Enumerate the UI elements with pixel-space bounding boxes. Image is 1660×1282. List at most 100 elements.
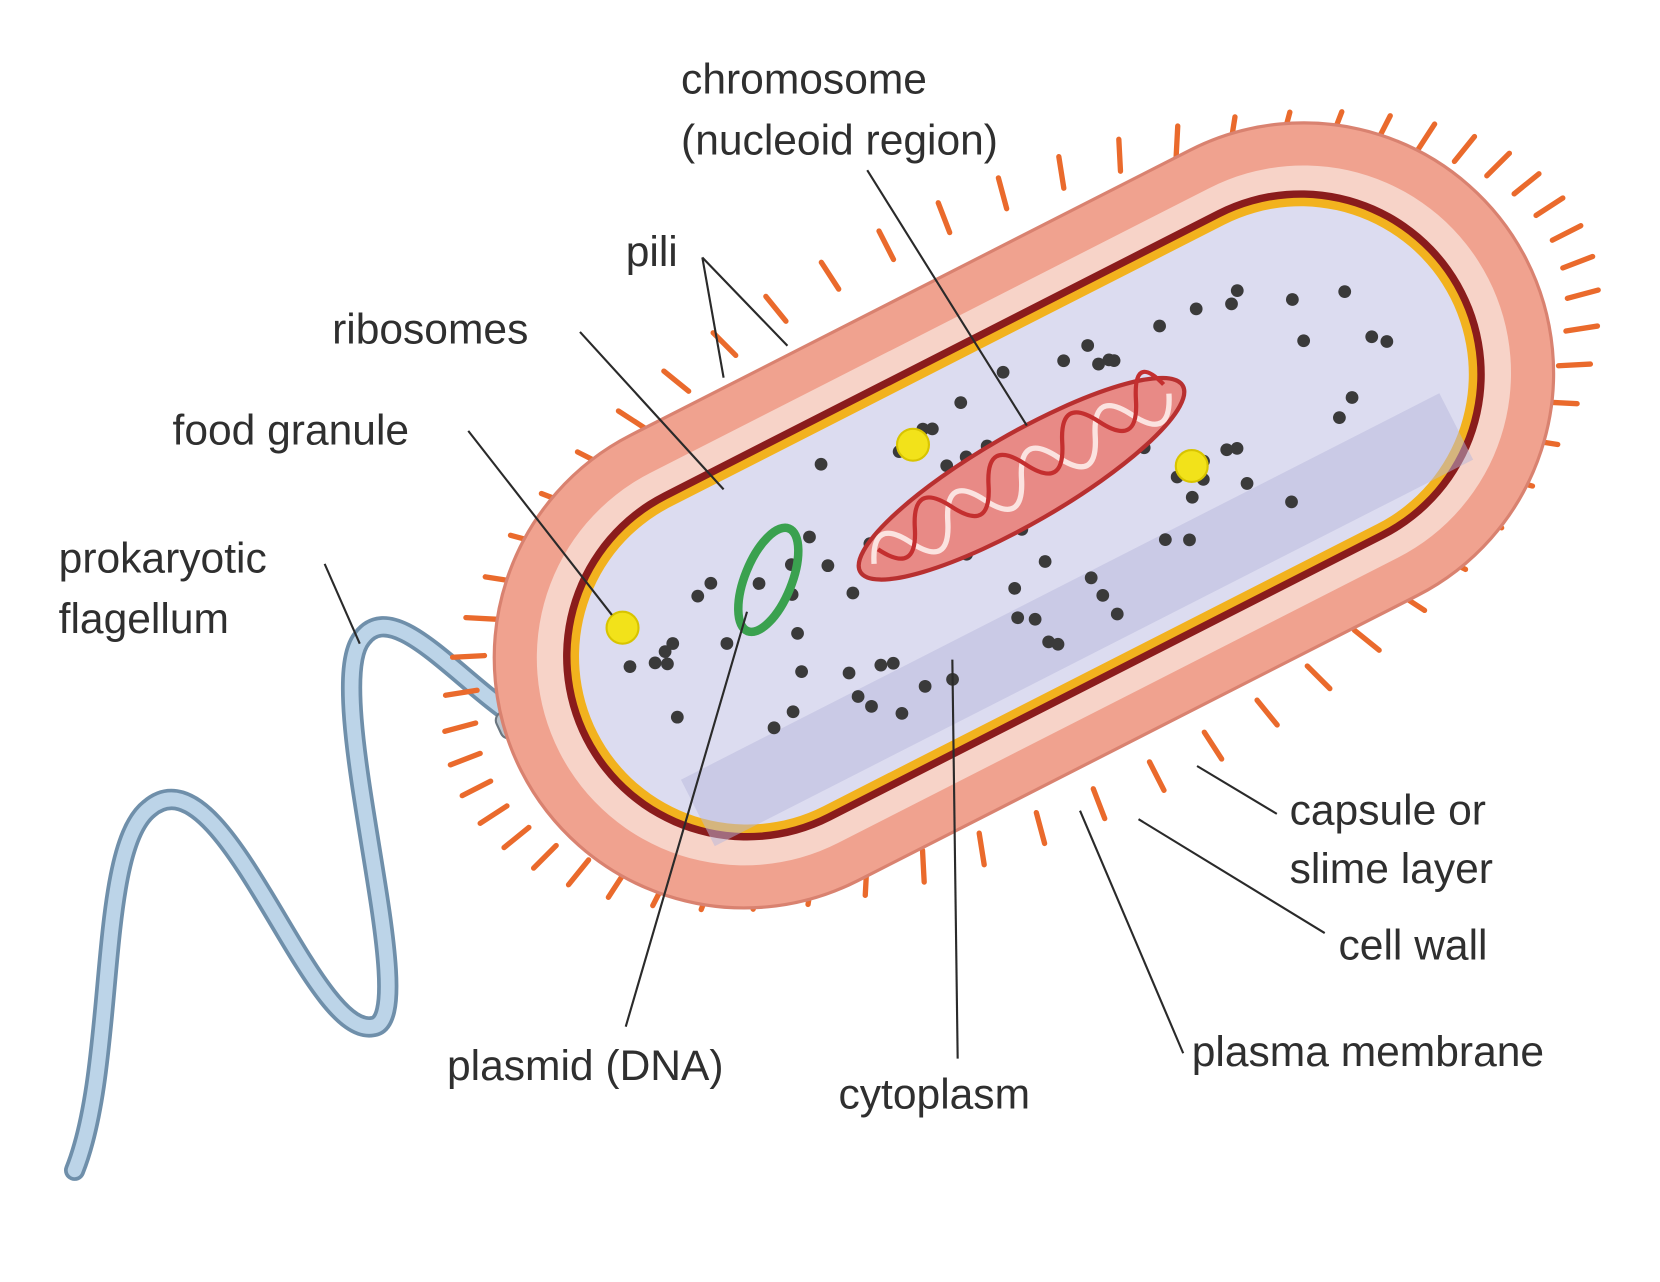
ribosome [1380,335,1394,348]
pilus [459,778,494,799]
pilus [1351,627,1382,653]
ribosome [623,660,637,674]
label-nucleoid-region: (nucleoid region) [681,116,998,164]
capsule-leader [1196,765,1278,815]
pilus [1304,663,1333,692]
label-ribosomes: ribosomes [332,306,528,354]
ribosome [661,657,674,671]
ribosome [846,586,860,600]
pilus [976,830,987,868]
pilus [995,175,1010,212]
label-prokaryotic: prokaryotic [59,534,267,582]
ribosome [648,656,662,670]
ribosome [704,576,718,590]
pilus [1533,195,1566,219]
pilus [919,847,927,885]
pilus [1484,150,1513,179]
ribosome [1220,443,1234,457]
label-pili: pili [626,228,678,276]
pilus [447,750,483,768]
label-food-granule: food granule [173,407,410,455]
label-flagellum: flagellum [59,595,229,643]
ribosome [1107,354,1121,368]
ribosome [886,656,900,670]
pilus [449,652,488,660]
pilus [615,408,648,432]
ribosome [1084,571,1098,585]
ribosome [1051,637,1065,651]
ribosome [814,457,828,471]
cytoplasm-leader [951,659,959,1059]
ribosome [1365,330,1379,344]
pilus [935,200,953,236]
ribosome [1038,555,1052,568]
ribosome [1338,285,1352,298]
ribosome [1028,612,1042,626]
ribosome [1345,391,1359,404]
ribosome [1057,354,1071,368]
ribosome [1110,607,1124,621]
cytoplasm-shadow [680,393,1474,847]
ribosome [895,706,909,720]
chromosome [856,369,1187,582]
ribosome [803,530,816,544]
pilus [442,720,479,734]
ribosome [1008,581,1022,595]
food-granule [605,610,640,645]
ribosome [1285,293,1299,306]
ribosome [691,589,705,603]
pilus [1563,323,1601,334]
pili-leader [701,256,789,347]
ribosomes-leader [579,331,725,491]
label-chromosome: chromosome [681,56,927,104]
pilus [1254,697,1280,728]
ribosome [658,645,672,659]
food-granule [895,427,931,462]
pilus [1146,759,1167,793]
chromosome-leader [866,169,1028,427]
ribosome [918,679,932,693]
ribosome [767,721,781,735]
ribosome [865,699,878,713]
pilus [463,614,501,622]
ribosome [1183,533,1196,547]
food-granule-leader [467,430,613,616]
ribosome [670,710,684,724]
ribosome [851,690,865,703]
pilus [1564,287,1601,301]
ribosome [1297,334,1311,348]
ribosome [791,626,804,640]
pili-leader [701,257,725,378]
ribosome [1185,490,1199,504]
pilus [1560,253,1596,271]
ribosome [1153,319,1166,333]
pilus [763,293,789,324]
flagellum-leader [323,563,361,645]
ribosome [1333,411,1346,424]
plasmid [734,523,803,637]
ribosome [1011,611,1025,625]
ribosome [795,665,808,679]
pilus [1414,121,1438,154]
pilus [1201,729,1225,762]
ribosome [954,396,968,409]
ribosome [786,705,800,719]
pilus [1090,786,1108,822]
pilus [661,368,692,394]
pilus [530,842,559,871]
ribosome [1081,339,1095,352]
pilus [565,857,592,888]
ribosome [1285,495,1298,509]
pilus [501,824,532,851]
ribosome [666,637,680,650]
ribosome [925,422,939,436]
ribosome [821,559,835,573]
pilus [1116,136,1124,174]
label-plasmid: plasmid (DNA) [447,1042,724,1090]
label-slime-layer: slime layer [1290,845,1493,893]
ribosome [1240,477,1254,490]
ribosome [996,365,1010,379]
plasmid-leader [624,611,749,1027]
ribosome [1158,533,1172,546]
ribosome [1096,588,1110,602]
